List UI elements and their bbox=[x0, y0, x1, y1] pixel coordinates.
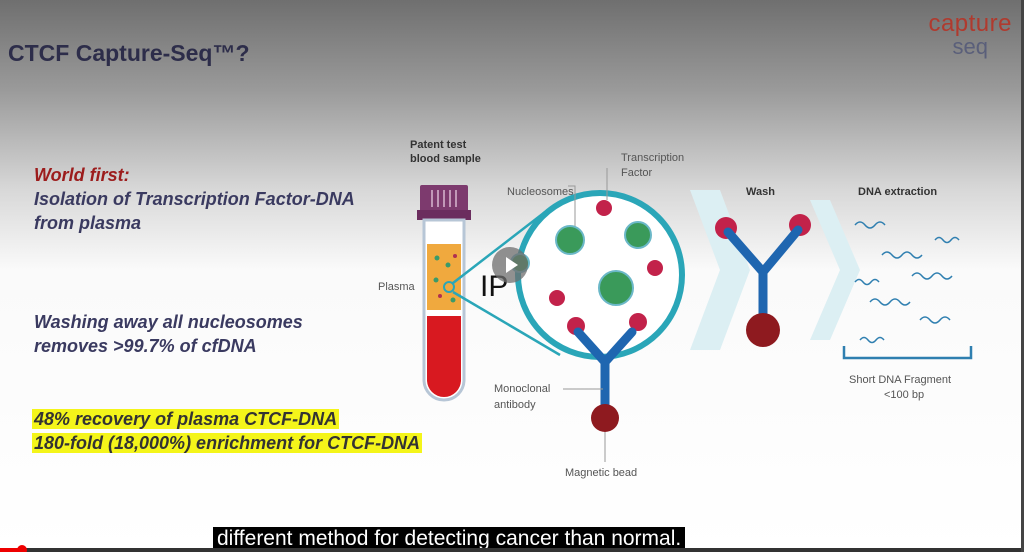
isolation-line-2: from plasma bbox=[34, 213, 142, 233]
antibody-label-1: Monoclonal bbox=[494, 383, 551, 395]
fragment-bracket bbox=[842, 346, 973, 360]
plasma-label: Plasma bbox=[378, 281, 415, 293]
washing-line-2: removes >99.7% of cfDNA bbox=[34, 336, 257, 356]
blood-tube-icon bbox=[417, 185, 471, 402]
magnetic-bead-label: Magnetic bead bbox=[565, 467, 638, 479]
progress-bar[interactable] bbox=[0, 548, 1024, 552]
fragment-label-2: <100 bp bbox=[884, 389, 925, 401]
isolation-line-1: Isolation of Transcription Factor-DNA bbox=[34, 189, 355, 209]
subtitle-caption: different method for detecting cancer th… bbox=[213, 527, 686, 551]
magnetic-bead-icon bbox=[591, 404, 619, 432]
logo-seq: seq bbox=[952, 34, 988, 59]
dna-extraction-label: DNA extraction bbox=[858, 186, 938, 198]
sample-label-2: blood sample bbox=[410, 153, 481, 165]
slide-title: CTCF Capture-Seq™? bbox=[8, 40, 250, 66]
wash-label: Wash bbox=[746, 186, 775, 198]
washing-line-1: Washing away all nucleosomes bbox=[34, 312, 303, 332]
fragment-label-1: Short DNA Fragment bbox=[849, 374, 952, 386]
antibody-icon bbox=[573, 225, 803, 410]
transcription-factor-label-2: Factor bbox=[621, 167, 653, 179]
transcription-factor-label-1: Transcription bbox=[621, 152, 685, 164]
dna-fragment-icon bbox=[854, 221, 960, 344]
magnetic-bead-icon bbox=[746, 313, 780, 347]
world-first-label: World first: bbox=[34, 165, 130, 185]
nucleosome-icon bbox=[510, 221, 652, 306]
arrow-chevron-1 bbox=[690, 190, 750, 350]
progress-scrubber-handle[interactable] bbox=[17, 545, 27, 552]
progress-fill bbox=[0, 548, 21, 552]
logo-capture: capture bbox=[928, 10, 1012, 37]
recovery-line: 48% recovery of plasma CTCF-DNA bbox=[32, 409, 340, 429]
antibody-label-2: antibody bbox=[494, 399, 536, 411]
nucleosomes-label: Nucleosomes bbox=[507, 186, 574, 198]
sample-label-1: Patent test bbox=[410, 139, 467, 151]
enrichment-line: 180-fold (18,000%) enrichment for CTCF-D… bbox=[32, 433, 423, 453]
play-icon[interactable] bbox=[492, 247, 528, 283]
arrow-chevron-2 bbox=[810, 200, 860, 340]
